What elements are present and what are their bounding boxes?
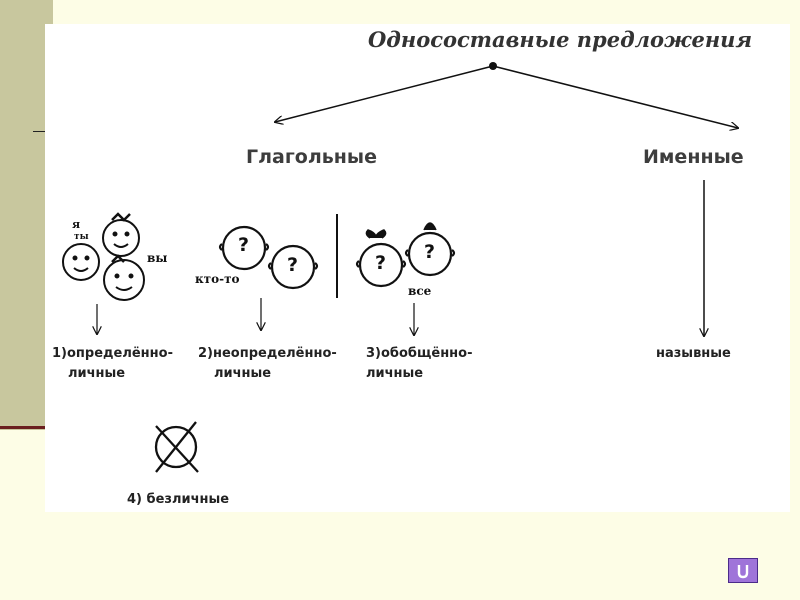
question-mark-2: ? [287,254,299,276]
question-mark-1: ? [238,234,250,256]
return-button[interactable] [728,558,758,583]
question-mark-4: ? [424,241,436,263]
tick-mark [33,131,45,132]
type-definite-line1: 1)определённо- [52,346,173,361]
question-mark-3: ? [375,252,387,274]
question-face-icon [355,229,407,288]
arrow-to-nominal [492,65,738,128]
pronoun-ty: ты [74,232,89,242]
face-icon [102,212,140,257]
pronoun-vy: вы [147,251,168,265]
question-face-icon [218,225,270,271]
side-decoration-line [0,426,53,429]
return-icon [737,564,749,578]
side-decoration [0,0,53,430]
crossed-face-icon [154,421,199,473]
type-indefinite-line1: 2)неопределённо- [198,346,337,361]
type-nominative: назывные [656,346,731,361]
type-generalized-line1: 3)обобщённо- [366,346,473,361]
arrow-to-verbal [275,65,494,122]
diagram-panel [45,24,790,512]
branch-verbal-heading: Глагольные [246,146,377,168]
pronoun-vse: все [408,284,432,298]
diagram-title: Односоставные предложения [368,27,753,52]
question-face-icon [267,244,319,290]
pronoun-ya: я [72,218,81,231]
type-definite-line2: личные [68,366,126,381]
question-face-icon [404,222,456,277]
pronoun-kto-to: кто-то [195,272,240,286]
face-icon [62,243,100,281]
type-generalized-line2: личные [366,366,424,381]
branch-nominal-heading: Именные [643,146,744,168]
type-impersonal: 4) безличные [127,492,230,507]
face-icon [103,254,145,301]
type-indefinite-line2: личные [214,366,272,381]
